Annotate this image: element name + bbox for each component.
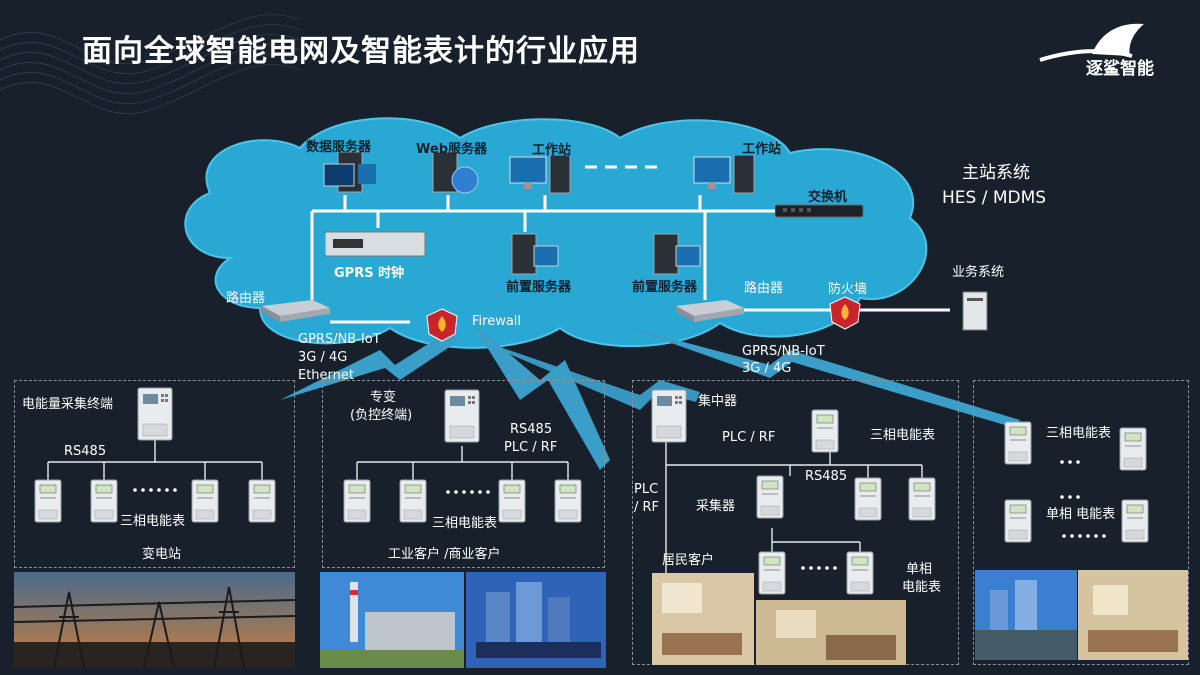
brand-name: 逐鲨智能 xyxy=(1086,59,1154,79)
master-station-subtitle: HES / MDMS xyxy=(942,188,1047,208)
residential-three-phase-label: 三相电能表 xyxy=(870,428,936,443)
industrial-meter-label: 三相电能表 xyxy=(432,516,498,531)
firewall-icon xyxy=(829,296,861,330)
business-system-label: 业务系统 xyxy=(952,265,1005,280)
workstation-icon xyxy=(509,155,571,194)
comm-left-2: 3G / 4G xyxy=(298,350,348,365)
single-phase-label-2: 电能表 xyxy=(902,580,942,595)
mixed-single-phase-label: 单相 电能表 xyxy=(1046,507,1116,522)
collector-label: 采集器 xyxy=(696,499,736,514)
gprs-clock-label: GPRS 时钟 xyxy=(334,266,405,281)
comm-left-3: Ethernet xyxy=(298,368,354,383)
industrial-caption: 工业客户 /商业客户 xyxy=(388,547,501,562)
industrial-terminal-label-1: 专变 xyxy=(370,390,397,405)
mixed-photo-1 xyxy=(975,570,1077,660)
web-server-label: Web服务器 xyxy=(416,142,487,157)
residential-plc-label-1: PLC xyxy=(634,482,659,497)
workstation-2-label: 工作站 xyxy=(742,142,782,157)
front-server-icon xyxy=(653,233,701,275)
front-server-1-label: 前置服务器 xyxy=(506,280,572,295)
business-server-icon xyxy=(962,291,988,331)
workstation-icon xyxy=(693,155,755,194)
switch-icon xyxy=(775,204,864,218)
router-icon xyxy=(262,300,330,322)
industrial-comm-label-1: RS485 xyxy=(510,422,553,437)
workstation-1-label: 工作站 xyxy=(532,143,572,158)
firewall-right-label: 防火墙 xyxy=(828,282,868,297)
residential-plc-label-2: / RF xyxy=(634,500,660,515)
front-server-2-label: 前置服务器 xyxy=(632,280,698,295)
industrial-terminal-label-2: (负控终端) xyxy=(350,408,413,423)
master-station-title: 主站系统 xyxy=(962,163,1030,183)
living-room-photo-1 xyxy=(652,573,754,665)
firewall-left-label: Firewall xyxy=(472,314,522,329)
residents-label: 居民客户 xyxy=(662,553,715,568)
concentrator-label: 集中器 xyxy=(698,394,738,409)
substation-zone xyxy=(14,380,295,568)
comm-left-1: GPRS/NB-IoT xyxy=(298,332,381,347)
mixed-zone xyxy=(973,380,1189,665)
commercial-photo xyxy=(466,572,606,668)
router-right-label: 路由器 xyxy=(744,281,784,296)
substation-rs485-label: RS485 xyxy=(64,444,107,459)
front-server-icon xyxy=(511,233,559,275)
switch-label: 交换机 xyxy=(808,190,848,205)
gprs-clock-icon xyxy=(325,231,426,257)
mixed-photo-2 xyxy=(1078,570,1188,660)
substation-photo xyxy=(14,572,295,668)
industrial-zone xyxy=(322,380,605,568)
substation-meter-label: 三相电能表 xyxy=(120,514,186,529)
page-title: 面向全球智能电网及智能表计的行业应用 xyxy=(82,34,640,69)
industrial-photo xyxy=(320,572,464,668)
mixed-three-phase-label: 三相电能表 xyxy=(1046,426,1112,441)
residential-plc-rf-label: PLC / RF xyxy=(722,430,776,445)
comm-right-1: GPRS/NB-IoT xyxy=(742,344,825,359)
brand-logo xyxy=(1039,23,1144,62)
substation-terminal-label: 电能量采集终端 xyxy=(22,397,114,412)
single-phase-label-1: 单相 xyxy=(906,562,933,577)
comm-right-2: 3G / 4G xyxy=(742,361,792,376)
router-icon xyxy=(676,300,744,322)
industrial-comm-label-2: PLC / RF xyxy=(504,440,558,455)
data-server-icon xyxy=(323,151,376,193)
web-server-icon xyxy=(432,151,479,194)
data-server-label: 数据服务器 xyxy=(306,140,372,155)
residential-rs485-label: RS485 xyxy=(805,469,848,484)
firewall-icon xyxy=(426,308,458,342)
living-room-photo-2 xyxy=(756,600,906,665)
substation-caption: 变电站 xyxy=(142,547,182,562)
router-left-label: 路由器 xyxy=(226,291,266,306)
